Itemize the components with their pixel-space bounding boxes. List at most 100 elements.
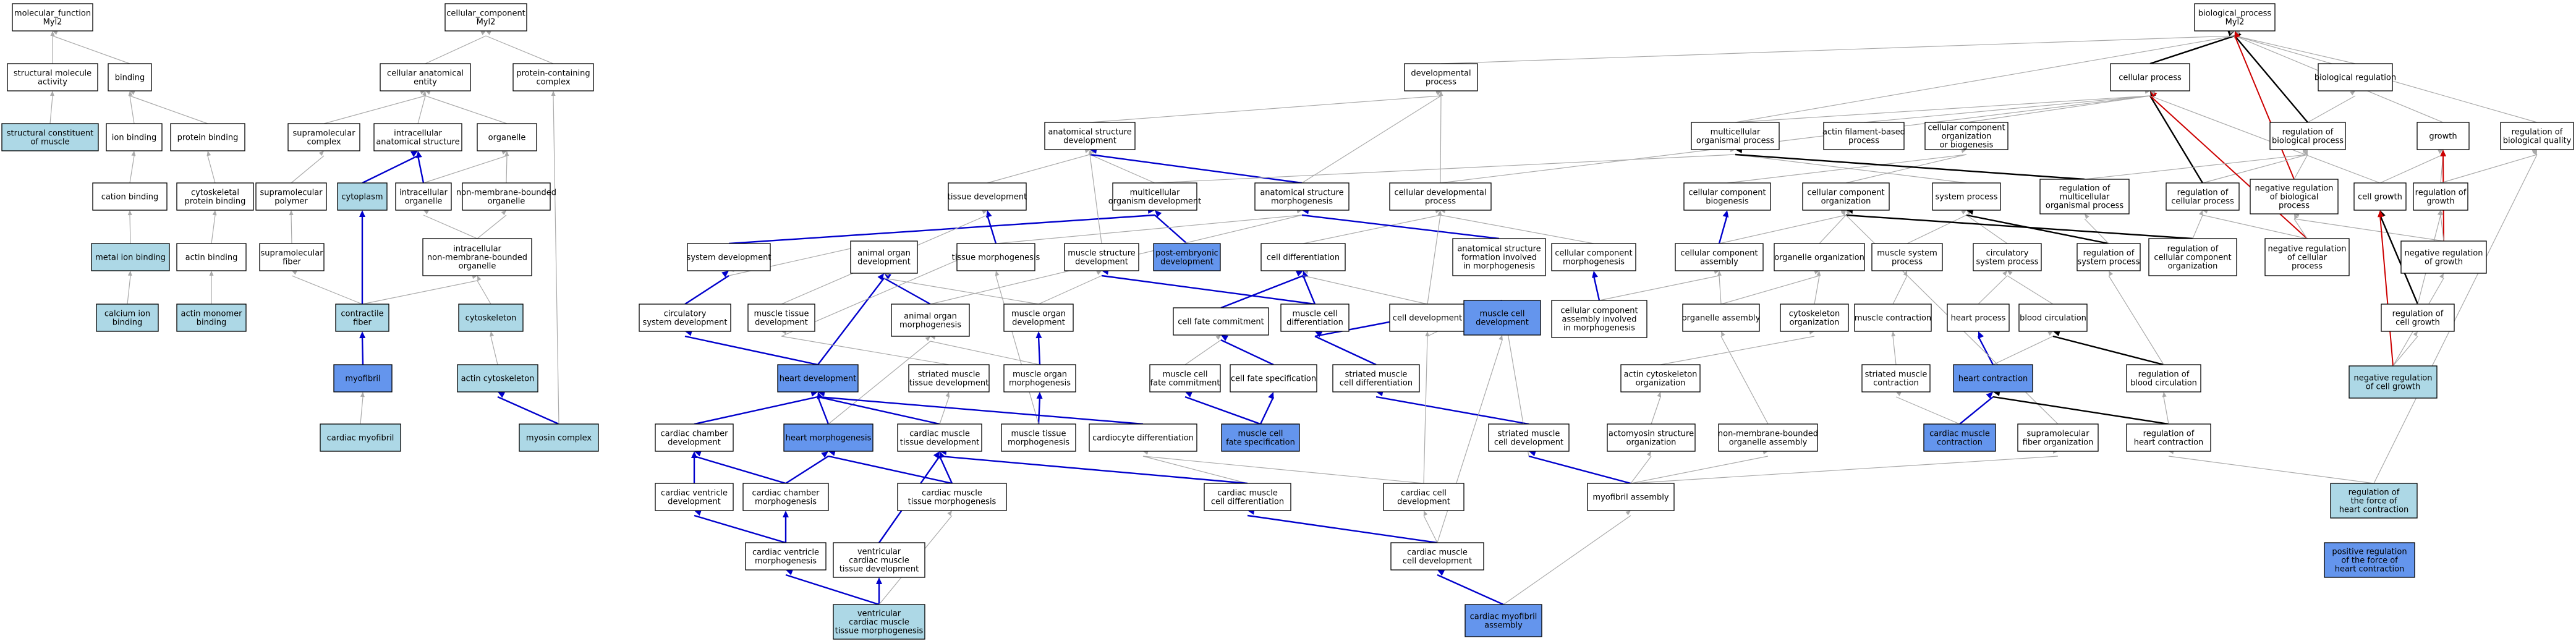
node-actinb[interactable]: actin binding xyxy=(176,243,247,271)
node-cationb[interactable]: cation binding xyxy=(92,182,168,211)
node-celldev[interactable]: cell development xyxy=(1389,304,1466,332)
node-muscont[interactable]: muscle contraction xyxy=(1854,304,1932,332)
node-tissmorph[interactable]: tissue morphogenesis xyxy=(952,243,1040,271)
node-orgorg[interactable]: organelle organization xyxy=(1774,243,1865,271)
node-heartp[interactable]: heart process xyxy=(1947,304,2010,332)
node-actincyto[interactable]: actin cytoskeleton xyxy=(457,364,538,393)
node-celldiff[interactable]: cell differentiation xyxy=(1260,243,1346,271)
node-organelle[interactable]: organelle xyxy=(477,123,537,151)
node-icnmbo[interactable]: intracellularnon-membrane-boundedorganel… xyxy=(422,238,532,276)
node-cellp[interactable]: cellular process xyxy=(2110,63,2190,91)
node-cardmyofibril[interactable]: cardiac myofibril xyxy=(320,423,401,452)
node-cytoplasm[interactable]: cytoplasm xyxy=(337,182,388,211)
node-bloodcirc[interactable]: blood circulation xyxy=(2018,304,2088,332)
node-myofasm[interactable]: myofibril assembly xyxy=(1587,483,1675,511)
node-bioreg[interactable]: biological regulation xyxy=(2315,63,2396,91)
node-growth[interactable]: growth xyxy=(2417,122,2470,150)
node-binding[interactable]: binding xyxy=(108,63,152,91)
node-heartdev[interactable]: heart development xyxy=(777,364,859,393)
node-cfs[interactable]: cell fate specification xyxy=(1230,364,1317,393)
node-sysdev[interactable]: system development xyxy=(687,243,772,271)
node-heartcont[interactable]: heart contraction xyxy=(1953,364,2033,393)
node-cfc[interactable]: cell fate commitment xyxy=(1173,307,1269,336)
node-tissdev[interactable]: tissue development xyxy=(948,182,1027,211)
node-sysp[interactable]: system process xyxy=(1932,182,2001,211)
node-cytoskeleton[interactable]: cytoskeleton xyxy=(458,304,524,332)
node-myosin[interactable]: myosin complex xyxy=(519,423,599,452)
